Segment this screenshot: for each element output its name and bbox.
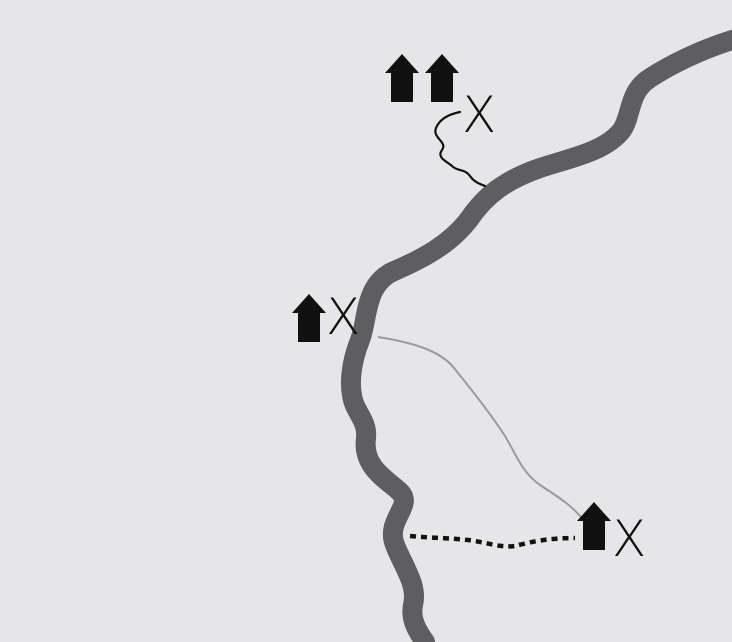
settlement-middle: X — [292, 288, 360, 346]
middle-to-south-path — [377, 336, 584, 521]
south-dotted-path — [409, 533, 576, 549]
x-marker: X — [326, 288, 360, 346]
settlement-north: X — [385, 54, 496, 144]
settlement-south: X — [577, 502, 646, 568]
x-marker: X — [462, 86, 496, 144]
river — [341, 30, 732, 642]
north-wavy-path — [434, 110, 487, 188]
x-marker: X — [612, 510, 646, 568]
